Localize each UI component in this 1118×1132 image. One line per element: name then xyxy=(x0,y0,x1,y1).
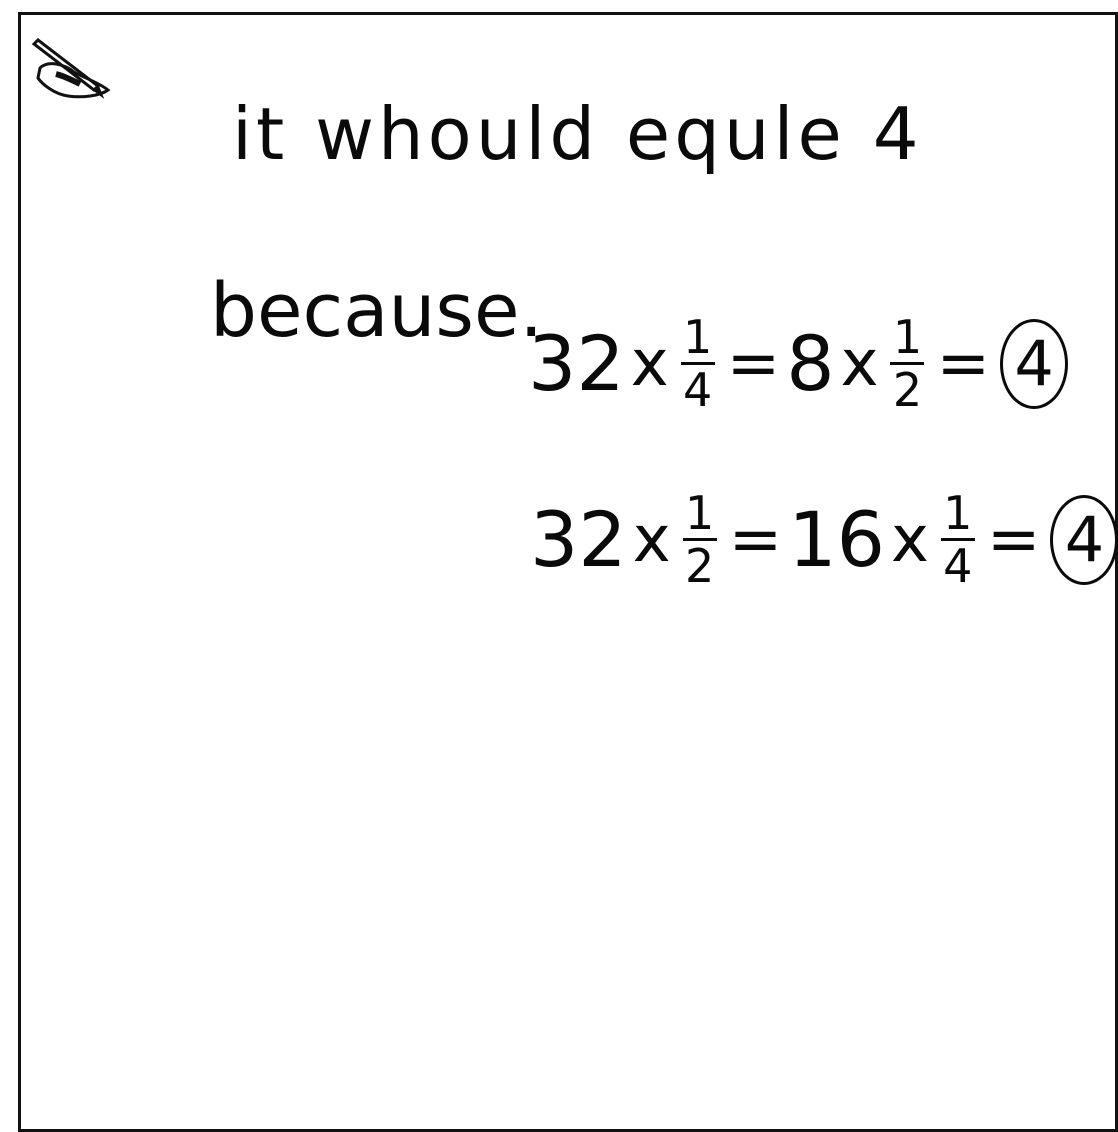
eq1-fraction-1: 1 4 xyxy=(680,310,715,417)
eq2-frac1-denominator: 2 xyxy=(684,539,715,593)
because-word: because. xyxy=(210,268,544,354)
fraction-bar xyxy=(680,362,715,365)
fraction-bar xyxy=(940,538,975,541)
eq2-frac2-denominator: 4 xyxy=(943,539,973,593)
eq1-equals-1: = xyxy=(726,326,781,401)
eq2-mid: 16 xyxy=(788,494,885,584)
fraction-bar xyxy=(682,538,717,541)
answer-statement: it whould equle 4 xyxy=(232,92,923,176)
eq2-frac1-numerator: 1 xyxy=(684,486,715,540)
eq1-frac1-denominator: 4 xyxy=(682,363,713,417)
eq2-times-1: x xyxy=(632,502,671,577)
eq2-factor: 32 xyxy=(530,494,627,584)
equation-2: 32 x 1 2 = 16 x 1 4 = 4 xyxy=(530,490,1118,589)
fraction-bar xyxy=(890,362,925,365)
eq1-fraction-2: 1 2 xyxy=(890,310,925,417)
eq1-factor: 32 xyxy=(528,318,625,408)
eq1-frac1-numerator: 1 xyxy=(682,310,713,364)
eq1-circled-result: 4 xyxy=(1000,318,1069,409)
eq1-equals-2: = xyxy=(936,326,991,401)
equation-1: 32 x 1 4 = 8 x 1 2 = 4 xyxy=(528,310,1069,417)
eq2-fraction-2: 1 4 xyxy=(940,486,975,593)
eq1-frac2-numerator: 1 xyxy=(892,310,923,364)
eq2-circled-result: 4 xyxy=(1050,494,1118,585)
answer-box-border xyxy=(18,12,1118,1132)
eq1-mid: 8 xyxy=(786,318,835,408)
eq1-times-2: x xyxy=(840,326,879,401)
eq2-equals-2: = xyxy=(986,502,1041,577)
answer-sheet: it whould equle 4 because. 32 x 1 4 = 8 … xyxy=(18,12,1118,1132)
eq1-times-1: x xyxy=(630,326,669,401)
eq2-fraction-1: 1 2 xyxy=(682,486,717,593)
eq2-equals-1: = xyxy=(728,502,783,577)
eq1-frac2-denominator: 2 xyxy=(892,363,923,417)
pencil-hand-icon xyxy=(31,38,111,99)
eq2-times-2: x xyxy=(890,502,929,577)
eq2-frac2-numerator: 1 xyxy=(943,486,973,540)
